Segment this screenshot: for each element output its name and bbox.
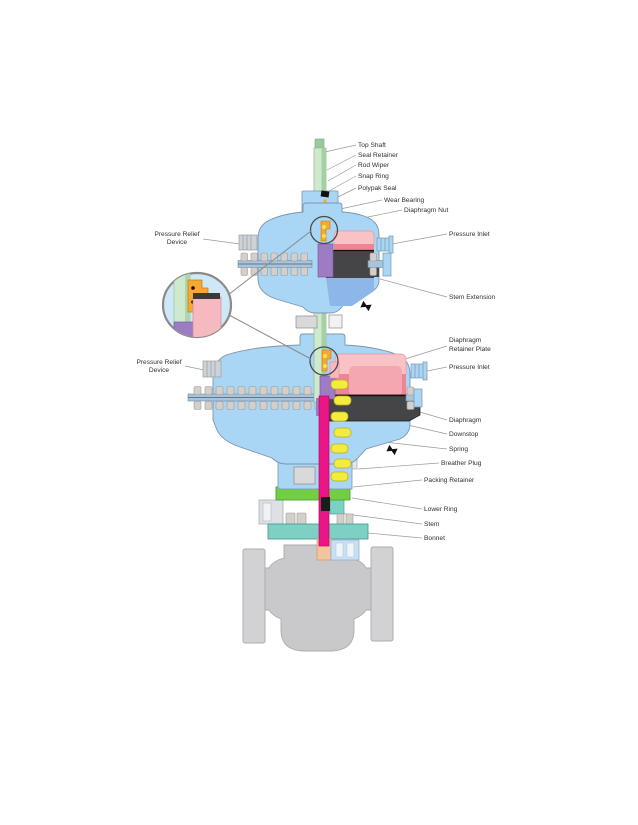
valve-body-shell xyxy=(264,544,372,652)
label-diaphragm-retainer-plate: Diaphragm xyxy=(449,337,482,344)
valve-flange-left xyxy=(242,548,266,644)
lower-diaphragm-pink-inner xyxy=(349,366,402,396)
bonnet-bolt xyxy=(296,512,307,525)
label-polypak-seal: Polypak Seal xyxy=(358,185,397,192)
label-stem: Stem xyxy=(424,521,440,528)
label-stem-extension: Stem Extension xyxy=(449,294,496,301)
pressure-inlet-fitting-upper xyxy=(376,235,394,254)
bonnet-left-wing-bolt xyxy=(262,502,272,522)
packing-box-bolt xyxy=(346,542,355,558)
label-pressure-relief-device-lower-2: Device xyxy=(149,367,169,374)
valve-flange-right xyxy=(370,546,394,642)
nameplate-lower xyxy=(293,466,316,485)
label-pressure-relief-device-upper-2: Device xyxy=(167,239,187,246)
upper-actuator-lower-housing xyxy=(326,278,374,306)
nameplates xyxy=(293,314,343,485)
inset-pink xyxy=(192,296,222,337)
label-breather-plug: Breather Plug xyxy=(441,460,482,467)
weld-marks xyxy=(320,190,398,456)
label-downstop: Downstop xyxy=(449,431,479,438)
label-bonnet: Bonnet xyxy=(424,535,445,542)
label-pressure-relief-device-upper: Pressure Relief xyxy=(154,231,199,238)
label-pressure-relief-device-lower: Pressure Relief xyxy=(136,359,181,366)
valve-body xyxy=(242,544,394,652)
label-diaphragm-retainer-plate-2: Retainer Plate xyxy=(449,346,491,353)
pressure-relief-device-upper xyxy=(238,234,258,251)
inset-stem-shade xyxy=(185,273,190,337)
label-diaphragm-nut: Diaphragm Nut xyxy=(404,207,449,214)
bonnet-bolt xyxy=(285,512,296,525)
label-lower-ring: Lower Ring xyxy=(424,506,458,513)
upper-actuator xyxy=(237,190,394,314)
nameplate-mid xyxy=(295,315,318,329)
inset-dark-edge xyxy=(193,293,220,299)
pressure-relief-device-lower xyxy=(202,360,222,378)
upper-diaphragm-pink-dark xyxy=(334,244,374,253)
bonnet-flange-band xyxy=(267,523,369,540)
valve-stem-magenta xyxy=(318,395,330,547)
label-pressure-inlet-lower: Pressure Inlet xyxy=(449,364,490,371)
label-packing-retainer: Packing Retainer xyxy=(424,477,475,484)
label-snap-ring: Snap Ring xyxy=(358,173,389,180)
magnifier-circle-upper xyxy=(309,215,339,245)
upper-plate-dark xyxy=(326,250,374,278)
label-wear-bearing: Wear Bearing xyxy=(384,197,425,204)
labels: Top Shaft Seal Retainer Rod Wiper Snap R… xyxy=(136,142,495,542)
label-rod-wiper: Rod Wiper xyxy=(358,162,390,169)
stem-black-section-lower xyxy=(321,497,330,511)
seal-orange-dot xyxy=(323,199,327,203)
label-top-shaft: Top Shaft xyxy=(358,142,386,149)
packing-box-bolt xyxy=(335,542,344,558)
spring-coils xyxy=(330,379,352,482)
top-shaft-cap xyxy=(314,138,325,150)
label-spring: Spring xyxy=(449,446,468,453)
diaphragm-nut-upper xyxy=(320,220,331,242)
pressure-inlet-fitting-lower xyxy=(410,361,428,381)
magnifier-circle-lower xyxy=(309,346,339,376)
lower-actuator xyxy=(187,333,428,490)
packing-box-blue xyxy=(330,539,360,561)
upper-stem-guide-purple2 xyxy=(317,243,334,278)
label-diaphragm: Diaphragm xyxy=(449,417,482,424)
label-seal-retainer: Seal Retainer xyxy=(358,152,399,159)
collar-mid xyxy=(328,314,343,329)
detail-inset xyxy=(161,230,312,360)
label-pressure-inlet-upper: Pressure Inlet xyxy=(449,231,490,238)
